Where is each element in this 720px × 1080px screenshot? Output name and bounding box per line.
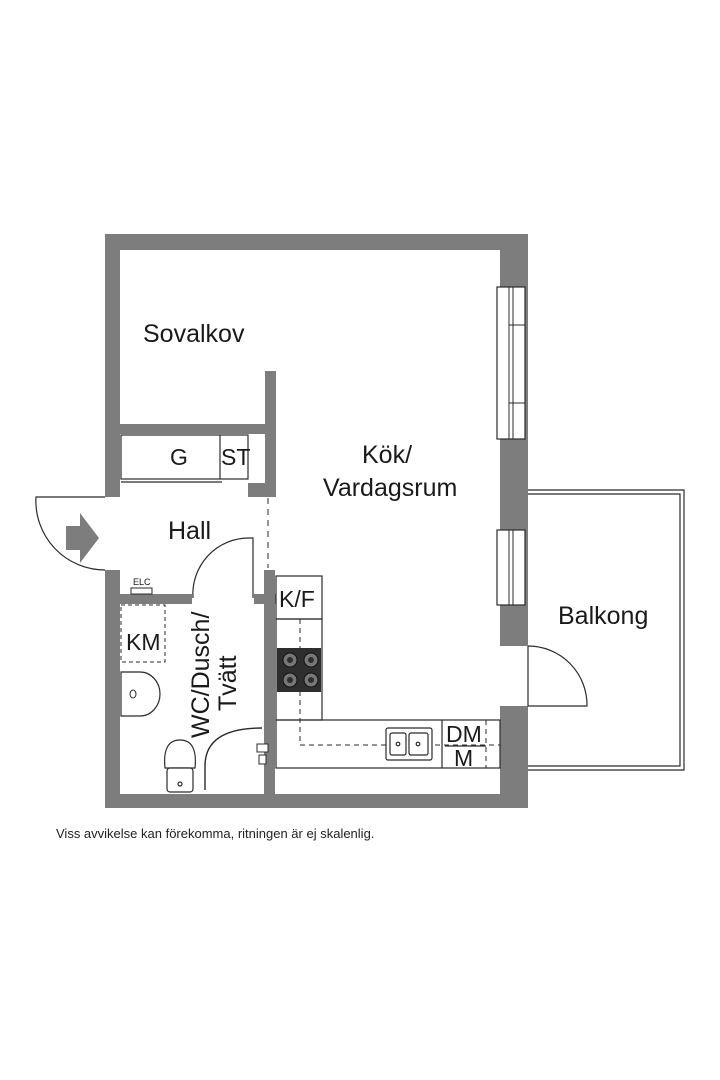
window-lower (496, 529, 526, 606)
interior-walls (120, 371, 276, 796)
room-label-balkong: Balkong (558, 602, 648, 630)
label-garderob: G (170, 444, 188, 470)
room-label-wc: WC/Dusch/ (187, 612, 215, 738)
kitchen-counter (275, 575, 501, 769)
label-elc: ELC (133, 577, 151, 587)
room-label-hall: Hall (168, 517, 211, 545)
label-washer: KM (126, 629, 161, 655)
label-fridge: K/F (279, 586, 315, 612)
label-dishwasher: DM (446, 721, 482, 747)
shower-curtain (204, 727, 263, 790)
elc-box (130, 587, 153, 595)
bathroom-sink (120, 671, 161, 717)
window-upper (496, 286, 526, 440)
balcony (528, 489, 685, 771)
label-storage: ST (221, 444, 250, 470)
balcony-door (527, 645, 588, 707)
entrance-opening (104, 497, 121, 570)
entrance-arrow-icon (66, 513, 99, 563)
disclaimer-footnote: Viss avvikelse kan förekomma, ritningen … (56, 826, 375, 841)
closets (120, 434, 249, 483)
label-microwave: M (454, 745, 473, 771)
balcony-door-opening (499, 646, 530, 706)
room-label-vardagsrum: Vardagsrum (323, 474, 457, 502)
toilet (164, 739, 196, 793)
room-label-sovalkov: Sovalkov (143, 320, 245, 348)
kitchen-sink (385, 727, 433, 761)
washer-box (120, 604, 166, 663)
bathroom-door (192, 537, 254, 599)
room-label-kok: Kök/ (362, 441, 412, 469)
room-label-tvatt: Tvätt (214, 655, 242, 711)
